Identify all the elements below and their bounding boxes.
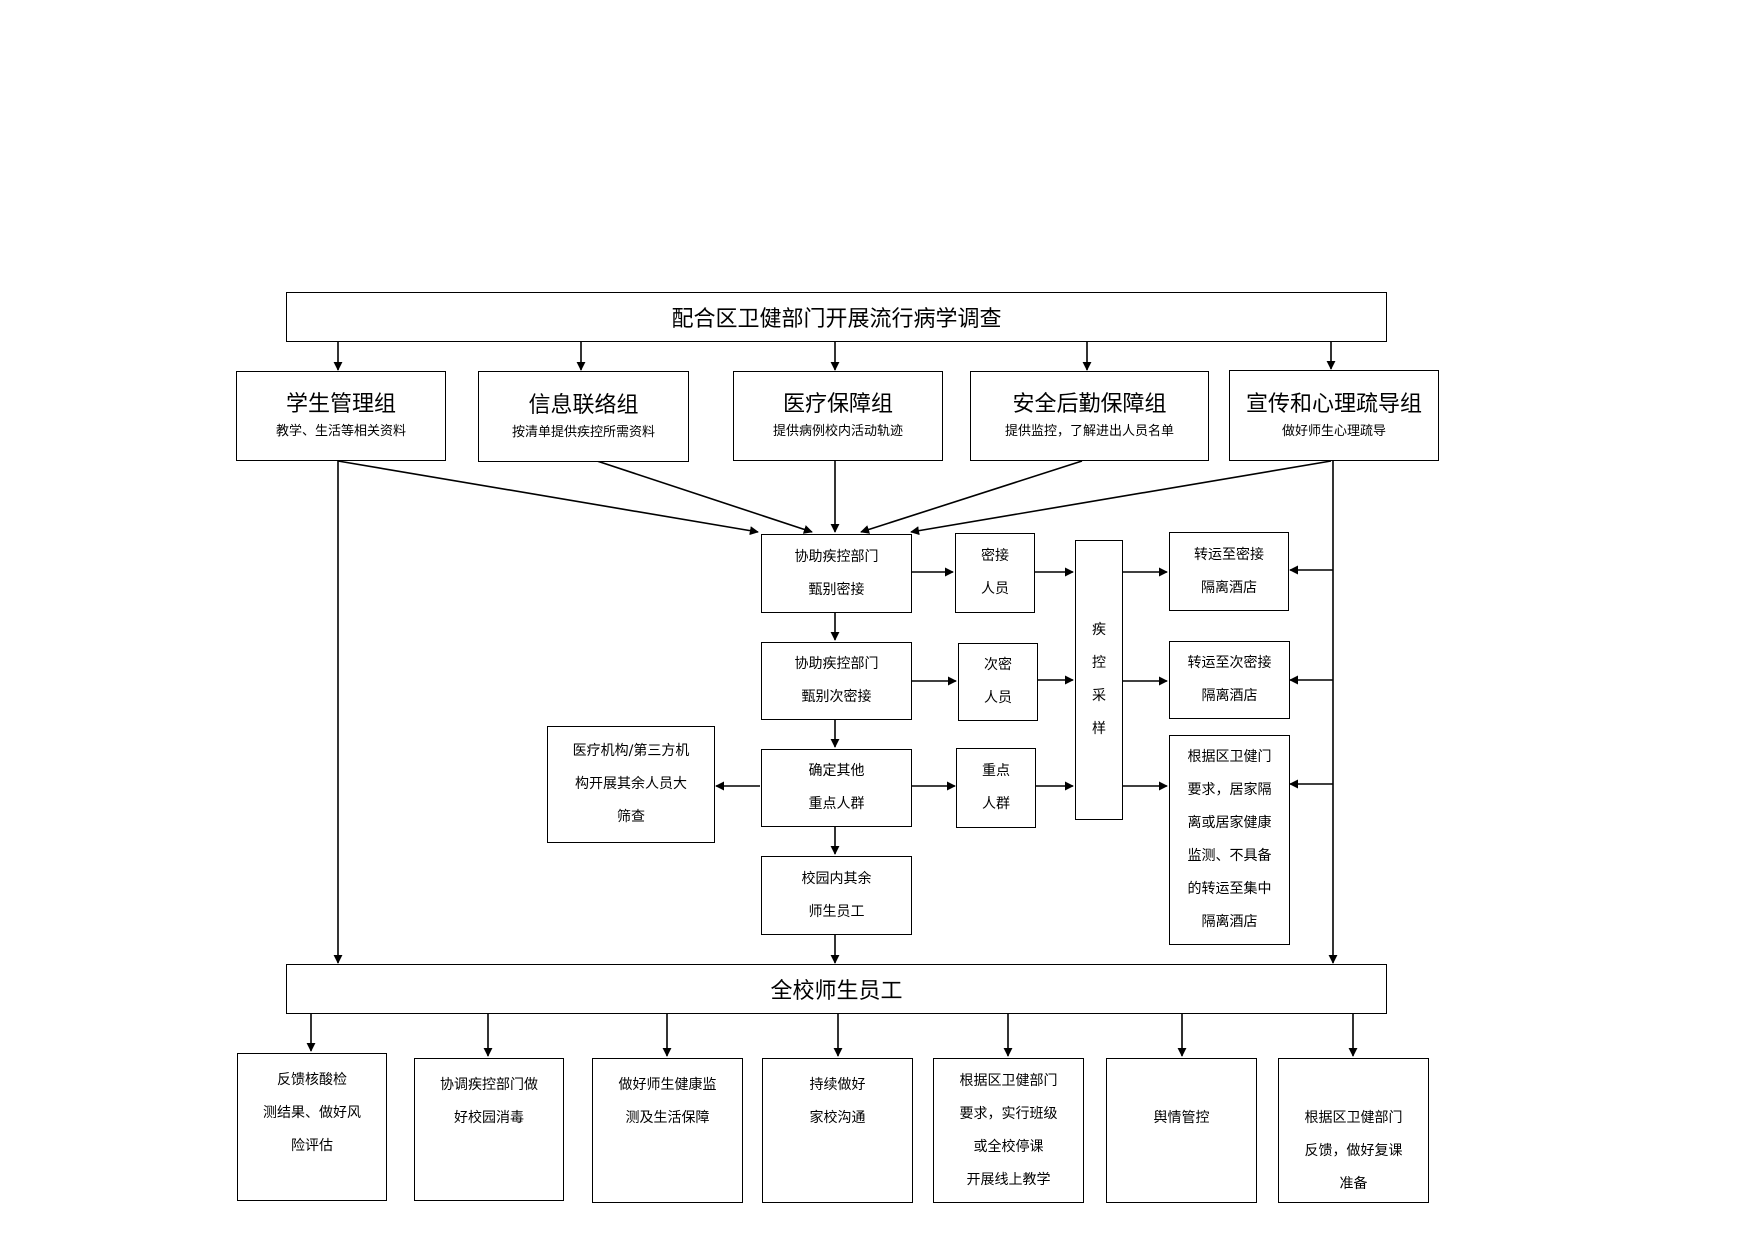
bottom-box-label: 反馈核酸检 测结果、做好风 险评估 — [263, 1072, 361, 1154]
arrow-student-to-assist — [337, 460, 759, 536]
group-title: 学生管理组 — [285, 392, 396, 417]
node-label: 协助疾控部门 甄别密接 — [794, 548, 879, 598]
group-info-liaison: 信息联络组 按清单提供疾控所需资料 — [478, 371, 689, 462]
bottom-box-label: 舆情管控 — [1153, 1110, 1210, 1126]
node-label: 转运至密接 隔离酒店 — [1194, 546, 1264, 596]
top-bar: 配合区卫健部门开展流行病学调查 — [286, 292, 1387, 342]
top-bar-label: 配合区卫健部门开展流行病学调查 — [671, 307, 1002, 332]
node-close-contacts: 密接 人员 — [955, 533, 1035, 613]
node-secondary-contacts: 次密 人员 — [958, 643, 1038, 721]
bottom-box-label: 持续做好 家校沟通 — [809, 1077, 866, 1126]
bottom-bar-label: 全校师生员工 — [770, 979, 903, 1004]
node-campus-remaining: 校园内其余 师生员工 — [761, 856, 912, 935]
node-label: 确定其他 重点人群 — [808, 763, 865, 812]
node-label: 次密 人员 — [984, 657, 1012, 706]
bottom-box-feedback: 反馈核酸检 测结果、做好风 险评估 — [237, 1053, 387, 1201]
group-title: 信息联络组 — [528, 392, 639, 418]
bottom-box-class-suspension: 根据区卫健部门 要求，实行班级 或全校停课 开展线上教学 — [933, 1058, 1084, 1203]
group-subtitle: 教学、生活等相关资料 — [275, 424, 406, 439]
node-label: 重点 人群 — [982, 763, 1010, 812]
node-label: 协助疾控部门 甄别次密接 — [794, 656, 879, 705]
group-subtitle: 提供病例校内活动轨迹 — [772, 424, 903, 439]
node-assist-identify-secondary: 协助疾控部门 甄别次密接 — [761, 642, 912, 720]
bottom-box-label: 根据区卫健部门 反馈，做好复课 准备 — [1304, 1110, 1403, 1192]
node-key-population: 重点 人群 — [956, 748, 1036, 828]
arrow-safety-to-assist — [860, 460, 1083, 534]
bottom-bar: 全校师生员工 — [286, 964, 1387, 1014]
bottom-box-disinfection: 协调疾控部门做 好校园消毒 — [414, 1058, 564, 1201]
group-subtitle: 做好师生心理疏导 — [1281, 423, 1386, 439]
node-cdc-sampling: 疾 控 采 样 — [1075, 540, 1123, 820]
group-title: 医疗保障组 — [782, 392, 893, 417]
node-label: 根据区卫健门 要求，居家隔 离或居家健康 监测、不具备 的转运至集中 隔离酒店 — [1187, 749, 1272, 930]
node-label: 密接 人员 — [981, 548, 1009, 597]
node-label: 校园内其余 师生员工 — [801, 870, 872, 920]
node-label: 疾 控 采 样 — [1092, 622, 1106, 737]
arrow-publicity-to-assist — [910, 460, 1332, 536]
group-medical-support: 医疗保障组 提供病例校内活动轨迹 — [733, 371, 943, 461]
node-mass-screening: 医疗机构/第三方机 构开展其余人员大 筛查 — [547, 726, 715, 843]
bottom-box-label: 根据区卫健部门 要求，实行班级 或全校停课 开展线上教学 — [959, 1073, 1058, 1188]
node-label: 转运至次密接 隔离酒店 — [1187, 655, 1272, 704]
node-home-quarantine: 根据区卫健门 要求，居家隔 离或居家健康 监测、不具备 的转运至集中 隔离酒店 — [1169, 735, 1290, 945]
bottom-box-label: 做好师生健康监 测及生活保障 — [618, 1077, 717, 1126]
group-title: 宣传和心理疏导组 — [1245, 391, 1422, 417]
bottom-box-label: 协调疾控部门做 好校园消毒 — [440, 1077, 538, 1126]
node-transfer-close-hotel: 转运至密接 隔离酒店 — [1169, 532, 1289, 611]
bottom-box-resume-classes: 根据区卫健部门 反馈，做好复课 准备 — [1278, 1058, 1429, 1203]
arrow-info-to-assist — [596, 460, 813, 534]
group-safety-logistics: 安全后勤保障组 提供监控，了解进出人员名单 — [970, 371, 1209, 461]
bottom-box-public-opinion: 舆情管控 — [1106, 1058, 1257, 1203]
group-title: 安全后勤保障组 — [1012, 392, 1167, 417]
node-identify-key-groups: 确定其他 重点人群 — [761, 749, 912, 827]
bottom-box-health-monitoring: 做好师生健康监 测及生活保障 — [592, 1058, 743, 1203]
group-publicity-counseling: 宣传和心理疏导组 做好师生心理疏导 — [1229, 370, 1439, 461]
group-subtitle: 按清单提供疾控所需资料 — [511, 424, 655, 440]
group-subtitle: 提供监控，了解进出人员名单 — [1004, 424, 1174, 439]
group-student-management: 学生管理组 教学、生活等相关资料 — [236, 371, 446, 461]
node-assist-identify-close: 协助疾控部门 甄别密接 — [761, 534, 912, 613]
bottom-box-home-school: 持续做好 家校沟通 — [762, 1058, 913, 1203]
node-label: 医疗机构/第三方机 构开展其余人员大 筛查 — [572, 743, 690, 825]
node-transfer-secondary-hotel: 转运至次密接 隔离酒店 — [1169, 641, 1290, 719]
